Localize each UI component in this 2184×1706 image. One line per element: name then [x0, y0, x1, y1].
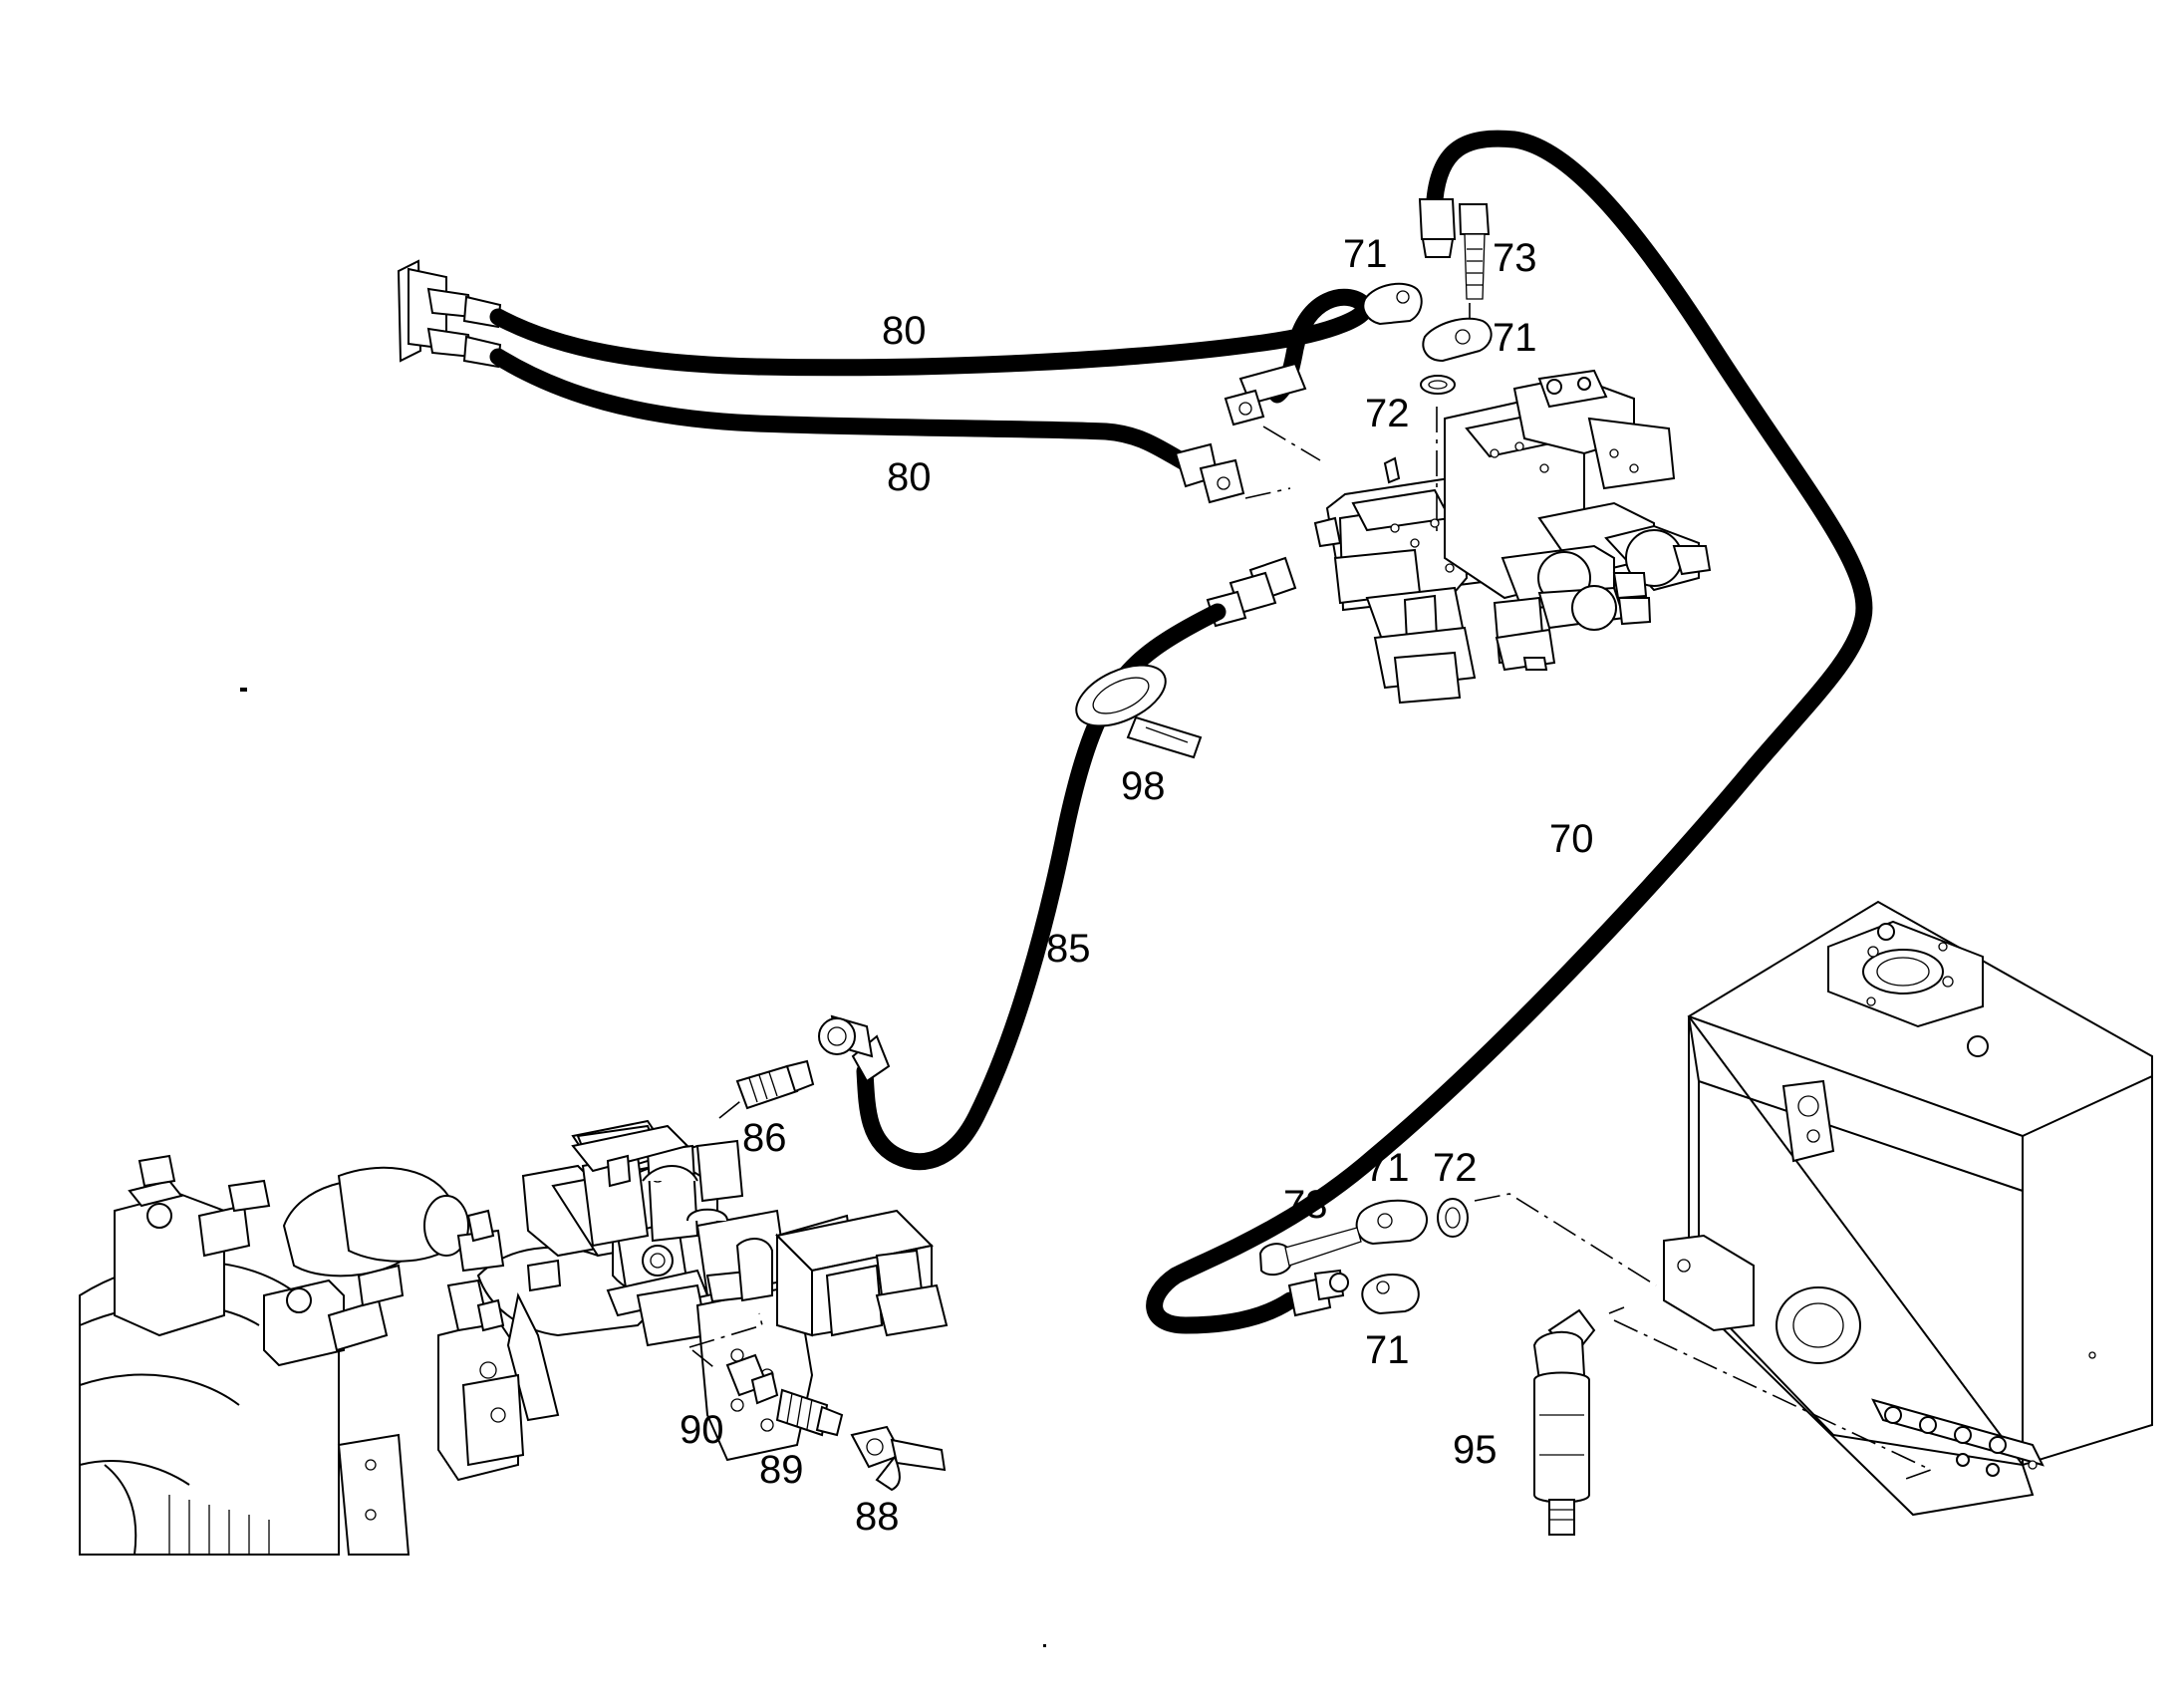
callout-90: 90: [680, 1408, 724, 1452]
hydraulic-tank: [1663, 900, 2153, 1517]
callout-80-lower: 80: [887, 455, 932, 499]
leader-line: [1608, 1306, 1625, 1314]
callout-86: 86: [742, 1116, 787, 1160]
leader-line: [688, 1312, 763, 1348]
hose-80-assembly: [397, 259, 1374, 504]
bolt-73: [1458, 203, 1491, 235]
leader-line: [1262, 426, 1321, 461]
leader-line: [1613, 1319, 1934, 1481]
leader-line: [1474, 1193, 1657, 1286]
callout-89: 89: [759, 1448, 804, 1492]
callout-71-bottom: 71: [1365, 1328, 1410, 1372]
callout-73-bottom: 73: [1283, 1183, 1328, 1227]
hose-85-assembly: [818, 556, 1297, 1171]
fitting-88: [850, 1425, 947, 1492]
control-valve-block: [1313, 369, 1712, 705]
callout-71-bottom-top: 71: [1365, 1146, 1410, 1190]
fitting-89: [775, 1388, 844, 1437]
leader-line: [718, 1093, 750, 1119]
leader-line: [691, 1349, 718, 1371]
flange-set-top: [1362, 203, 1493, 395]
callout-70: 70: [1549, 817, 1594, 861]
speck: [240, 688, 247, 692]
callout-72-bottom: 72: [1433, 1146, 1478, 1190]
split-flange-71: [1361, 1274, 1420, 1315]
callout-71-top-right: 71: [1493, 316, 1537, 360]
callout-98: 98: [1121, 764, 1166, 808]
pump-assembly: [79, 1119, 949, 1556]
hose-70-assembly: [1146, 130, 1873, 1334]
callout-88: 88: [855, 1495, 900, 1539]
callout-95: 95: [1453, 1428, 1498, 1472]
callout-85: 85: [1046, 927, 1091, 971]
fitting-86: [735, 1059, 815, 1110]
fitting-90: [725, 1353, 779, 1405]
leader-line: [1244, 487, 1291, 499]
speck: [1043, 1644, 1046, 1647]
callout-71-top-left: 71: [1343, 232, 1388, 276]
callout-73-top: 73: [1493, 236, 1537, 280]
callout-72-top: 72: [1365, 392, 1410, 435]
split-flange-71: [1362, 282, 1423, 326]
callout-80-upper: 80: [882, 309, 927, 353]
pressure-switch-95: [1532, 1308, 1596, 1536]
flange-set-bottom: [1258, 1198, 1469, 1315]
